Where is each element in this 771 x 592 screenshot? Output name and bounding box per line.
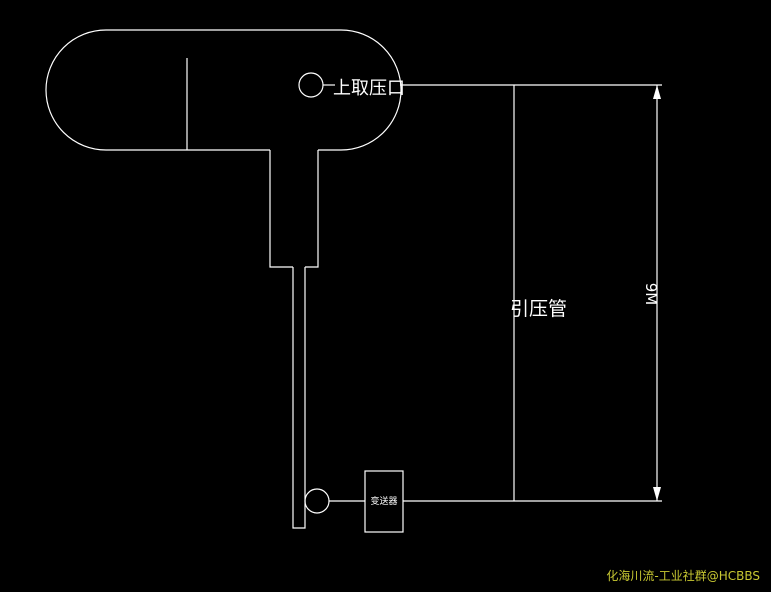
upper-tap-label: 上取压口 — [333, 78, 405, 99]
dimension-arrow-bottom — [653, 487, 661, 501]
lower-valve-symbol — [304, 488, 330, 514]
dimension-label: 9M — [642, 283, 660, 306]
vessel-neck — [269, 150, 319, 268]
dimension-arrow-top — [653, 85, 661, 99]
watermark-text: 化海川流-工业社群@HCBBS — [606, 568, 760, 583]
transmitter-label: 变送器 — [370, 495, 397, 507]
upper-tap-symbol — [298, 72, 324, 98]
vessel-body — [45, 29, 402, 151]
impulse-line-label: 引压管 — [510, 298, 567, 320]
vertical-pipe — [292, 267, 306, 529]
